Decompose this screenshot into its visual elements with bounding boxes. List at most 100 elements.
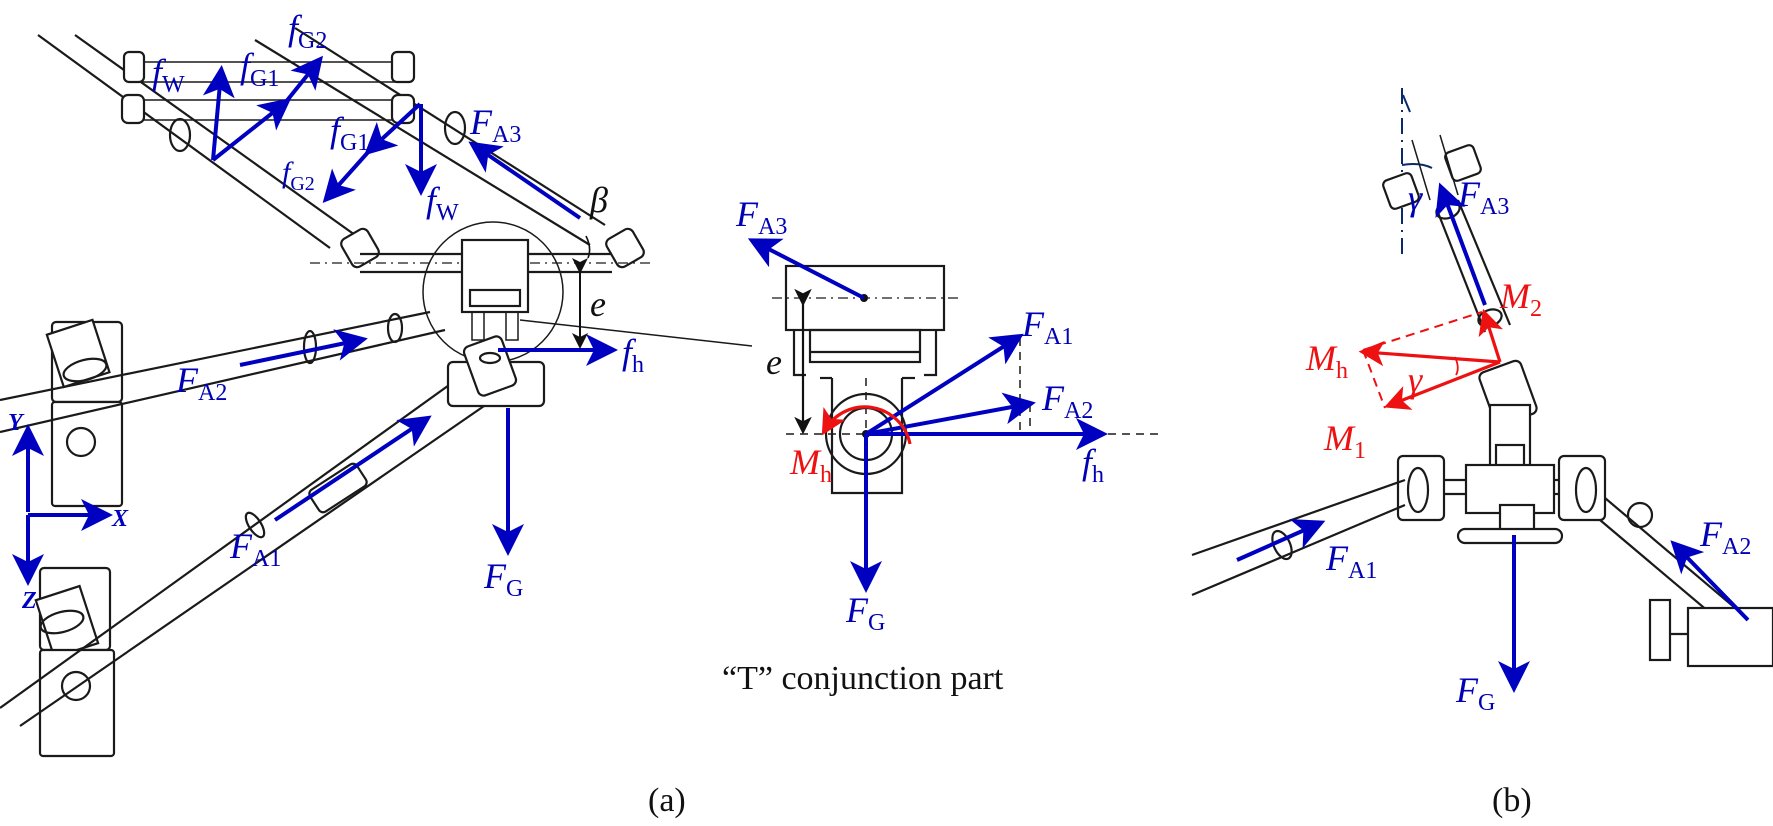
detail-fa3-arrow [747,238,865,300]
label-symbol: M [790,442,820,482]
label-subscript: h [820,462,832,488]
b-label-m1: M1 [1324,420,1366,463]
label-symbol: f [288,8,299,48]
label-subscript: A2 [1064,398,1094,424]
panel-a-mechanism [0,27,753,758]
label-fg2-upper: fG2 [288,8,327,53]
label-fa2: FA2 [176,360,227,405]
label-symbol: f [1082,442,1093,482]
detail-label-fg: FG [846,590,885,635]
label-subscript: h [1336,358,1348,384]
label-fg1-upper: fG1 [240,46,279,91]
label-subscript: G2 [298,28,328,54]
label-symbol: F [1458,174,1480,214]
label-fw-upper: fW [152,52,185,97]
label-subscript: A1 [252,546,282,572]
b-fa3-arrow [1435,182,1487,306]
label-symbol: F [230,526,252,566]
label-subscript: h [632,352,645,378]
label-symbol: M [1500,276,1530,316]
panel-b-forces [1236,182,1750,693]
label-subscript: W [162,72,185,98]
left-brackets [34,318,124,758]
label-subscript: G1 [250,66,280,92]
b-label-fa2: FA2 [1700,514,1751,559]
detail-label-fa3: FA3 [736,194,787,239]
b-label-gamma: γ [1408,362,1422,398]
label-symbol: F [484,556,506,596]
label-symbol: γ [1408,360,1423,400]
label-fa1: FA1 [230,526,281,571]
label-symbol: f [152,52,163,92]
upper-frame [37,27,753,363]
b-label-fa1: FA1 [1326,538,1377,583]
label-symbol: f [240,46,251,86]
b-mh-moment [1358,340,1501,367]
label-subscript: G [506,576,524,602]
label-symbol: e [590,284,606,324]
b-label-fg: FG [1456,670,1495,715]
panel-a-caption: (a) [648,782,686,819]
label-subscript: G2 [290,173,315,195]
label-subscript: A1 [1044,324,1074,350]
detail-mh-moment [821,405,912,445]
fa3-arrow [468,141,582,220]
label-symbol: f [330,110,341,150]
label-subscript: 1 [1354,438,1366,464]
label-symbol: β [590,180,608,220]
panel-b-caption: (b) [1492,782,1532,819]
axis-x-label: X [112,506,129,532]
b-m2-moment [1478,308,1504,363]
fg1-arrow [211,98,292,162]
detail-label-fa2: FA2 [1042,378,1093,423]
fg2-down-arrow [322,148,372,203]
label-subscript: W [436,200,459,226]
label-symbol: F [176,360,198,400]
label-fg1-middle: fG1 [330,110,369,155]
label-subscript: A3 [492,122,522,148]
fa1-arrow [273,415,432,522]
label-symbol: F [1700,514,1722,554]
b-label-fa3: FA3 [1458,174,1509,219]
detail-label-fh: fh [1082,442,1104,487]
b-m1-moment [1384,360,1501,410]
fg1-down-arrow [364,102,422,156]
label-symbol: F [736,194,758,234]
label-symbol: F [1042,378,1064,418]
fw-up-arrow [202,65,235,161]
fa2-arrow [239,329,368,367]
label-fg2-middle: fG2 [282,156,315,195]
label-subscript: A3 [758,214,788,240]
label-symbol: γ [1408,178,1423,218]
label-subscript: h [1092,462,1105,488]
label-symbol: F [1326,538,1348,578]
label-subscript: G1 [340,130,370,156]
label-subscript: A2 [1722,534,1752,560]
label-subscript: G [1478,690,1496,716]
panel-a-forces [12,55,618,586]
label-subscript: A1 [1348,558,1378,584]
label-symbol: f [282,156,291,189]
label-fh: fh [622,334,644,377]
label-symbol: f [426,180,437,220]
label-symbol: M [1306,338,1336,378]
label-symbol: e [766,342,782,382]
label-subscript: 2 [1530,296,1542,322]
label-symbol: F [470,102,492,142]
fg2-arrow [283,55,324,105]
b-label-m2: M2 [1500,276,1542,321]
b-label-mh: Mh [1306,338,1348,383]
label-subscript: G [868,610,886,636]
detail-fa1-arrow [864,333,1024,436]
label-e: e [590,286,606,322]
panel-b-mechanism [1191,88,1773,668]
t-conjunction-detail [747,238,1160,593]
label-symbol: F [1456,670,1478,710]
b-label-gamma-top: γ [1408,180,1422,216]
b-fa2-arrow [1670,540,1750,622]
label-symbol: F [1022,304,1044,344]
label-symbol: F [846,590,868,630]
label-fa3: FA3 [470,102,521,147]
